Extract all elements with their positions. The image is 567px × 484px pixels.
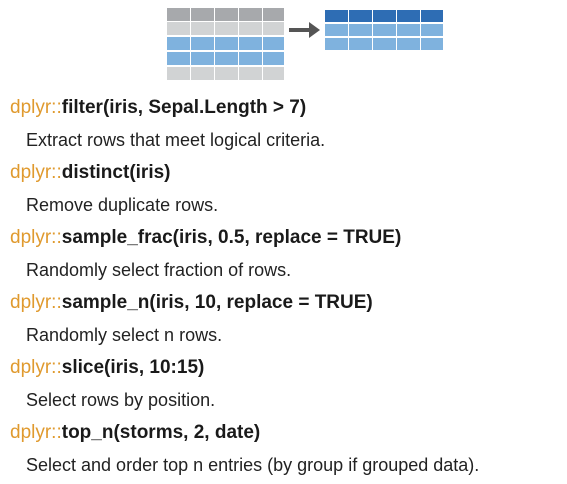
- function-entry-filter: dplyr::filter(iris, Sepal.Length > 7) Ex…: [10, 92, 565, 157]
- function-signature: dplyr::slice(iris, 10:15): [10, 352, 565, 384]
- subset-rows-diagram: [167, 8, 443, 80]
- package-prefix: dplyr::: [10, 292, 62, 313]
- right-arrow-icon: [289, 22, 320, 38]
- package-prefix: dplyr::: [10, 97, 62, 118]
- function-description: Randomly select fraction of rows.: [26, 260, 292, 280]
- function-args: (iris, 0.5, replace = TRUE): [172, 227, 402, 248]
- function-entry-distinct: dplyr::distinct(iris) Remove duplicate r…: [10, 157, 565, 222]
- function-args: (iris, Sepal.Length > 7): [102, 97, 307, 118]
- source-table-grid: [167, 8, 284, 80]
- function-name: top_n: [61, 422, 114, 443]
- package-prefix: dplyr::: [10, 227, 62, 248]
- function-args: (storms, 2, date): [113, 422, 261, 443]
- function-name: sample_n: [61, 292, 150, 313]
- function-description: Select and order top n entries (by group…: [26, 455, 480, 475]
- function-name: filter: [61, 97, 103, 118]
- function-args: (iris): [129, 162, 171, 183]
- function-name: distinct: [61, 162, 130, 183]
- function-name: sample_frac: [61, 227, 173, 248]
- function-description: Remove duplicate rows.: [26, 195, 219, 215]
- function-signature: dplyr::distinct(iris): [10, 157, 565, 189]
- function-signature: dplyr::filter(iris, Sepal.Length > 7): [10, 92, 565, 124]
- function-args: (iris, 10:15): [104, 357, 205, 378]
- function-entry-sample-frac: dplyr::sample_frac(iris, 0.5, replace = …: [10, 222, 565, 287]
- function-entry-slice: dplyr::slice(iris, 10:15) Select rows by…: [10, 352, 565, 417]
- function-signature: dplyr::sample_frac(iris, 0.5, replace = …: [10, 222, 565, 254]
- package-prefix: dplyr::: [10, 162, 62, 183]
- function-description: Randomly select n rows.: [26, 325, 223, 345]
- function-entry-top-n: dplyr::top_n(storms, 2, date) Select and…: [10, 417, 565, 482]
- function-description: Select rows by position.: [26, 390, 216, 410]
- function-signature: dplyr::sample_n(iris, 10, replace = TRUE…: [10, 287, 565, 319]
- function-entry-sample-n: dplyr::sample_n(iris, 10, replace = TRUE…: [10, 287, 565, 352]
- function-description: Extract rows that meet logical criteria.: [26, 130, 326, 150]
- function-list: dplyr::filter(iris, Sepal.Length > 7) Ex…: [10, 92, 565, 482]
- function-name: slice: [61, 357, 105, 378]
- package-prefix: dplyr::: [10, 422, 62, 443]
- package-prefix: dplyr::: [10, 357, 62, 378]
- function-args: (iris, 10, replace = TRUE): [149, 292, 373, 313]
- result-table-grid: [325, 10, 443, 50]
- function-signature: dplyr::top_n(storms, 2, date): [10, 417, 565, 449]
